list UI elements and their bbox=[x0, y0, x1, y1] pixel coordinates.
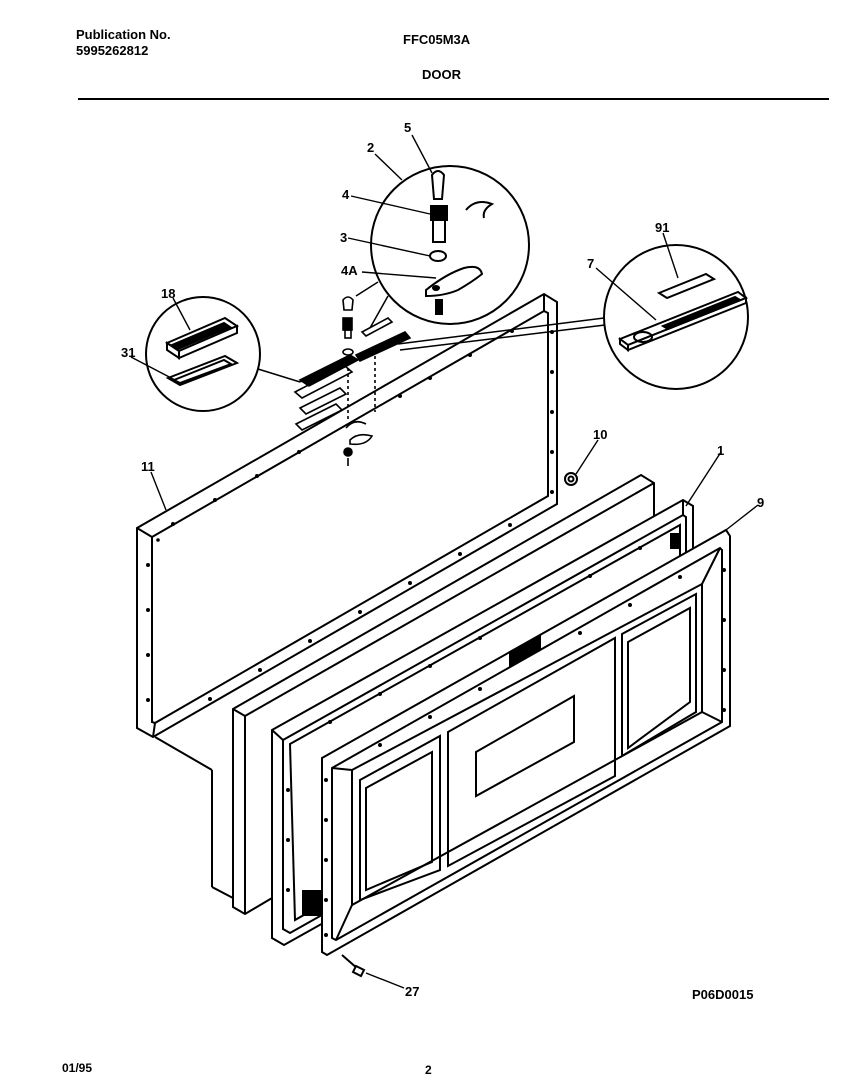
screw-part-27 bbox=[341, 954, 366, 978]
callout-5: 5 bbox=[404, 120, 411, 135]
publication-label: Publication No. bbox=[76, 27, 171, 42]
callout-1: 1 bbox=[717, 443, 724, 458]
gasket-frame-part-11 bbox=[136, 292, 558, 739]
detail-circle-hinge bbox=[355, 165, 530, 329]
publication-number: 5995262812 bbox=[76, 43, 149, 58]
hinge-assembly bbox=[293, 296, 412, 466]
detail-circle-right bbox=[397, 244, 749, 390]
drawing-id: P06D0015 bbox=[692, 987, 754, 1002]
section-title: DOOR bbox=[422, 67, 461, 82]
plug-part-10 bbox=[564, 472, 578, 486]
callout-4a: 4A bbox=[341, 263, 358, 278]
header-rule bbox=[78, 98, 829, 100]
detail-circle-left bbox=[145, 296, 306, 412]
callout-91: 91 bbox=[655, 220, 669, 235]
model-number: FFC05M3A bbox=[403, 32, 471, 47]
callout-10: 10 bbox=[593, 427, 607, 442]
callout-11: 11 bbox=[141, 459, 155, 474]
callout-7: 7 bbox=[587, 256, 594, 271]
callout-4: 4 bbox=[342, 187, 350, 202]
callout-27: 27 bbox=[405, 984, 419, 999]
callout-18: 18 bbox=[161, 286, 175, 301]
callout-2: 2 bbox=[367, 140, 374, 155]
callout-31-left: 31 bbox=[121, 345, 135, 360]
leader-lines bbox=[130, 134, 759, 989]
page-number: 2 bbox=[425, 1063, 432, 1077]
revision-date: 01/95 bbox=[62, 1061, 93, 1075]
callout-9: 9 bbox=[757, 495, 764, 510]
callout-3: 3 bbox=[340, 230, 347, 245]
door-liner-part-9 bbox=[321, 528, 731, 978]
